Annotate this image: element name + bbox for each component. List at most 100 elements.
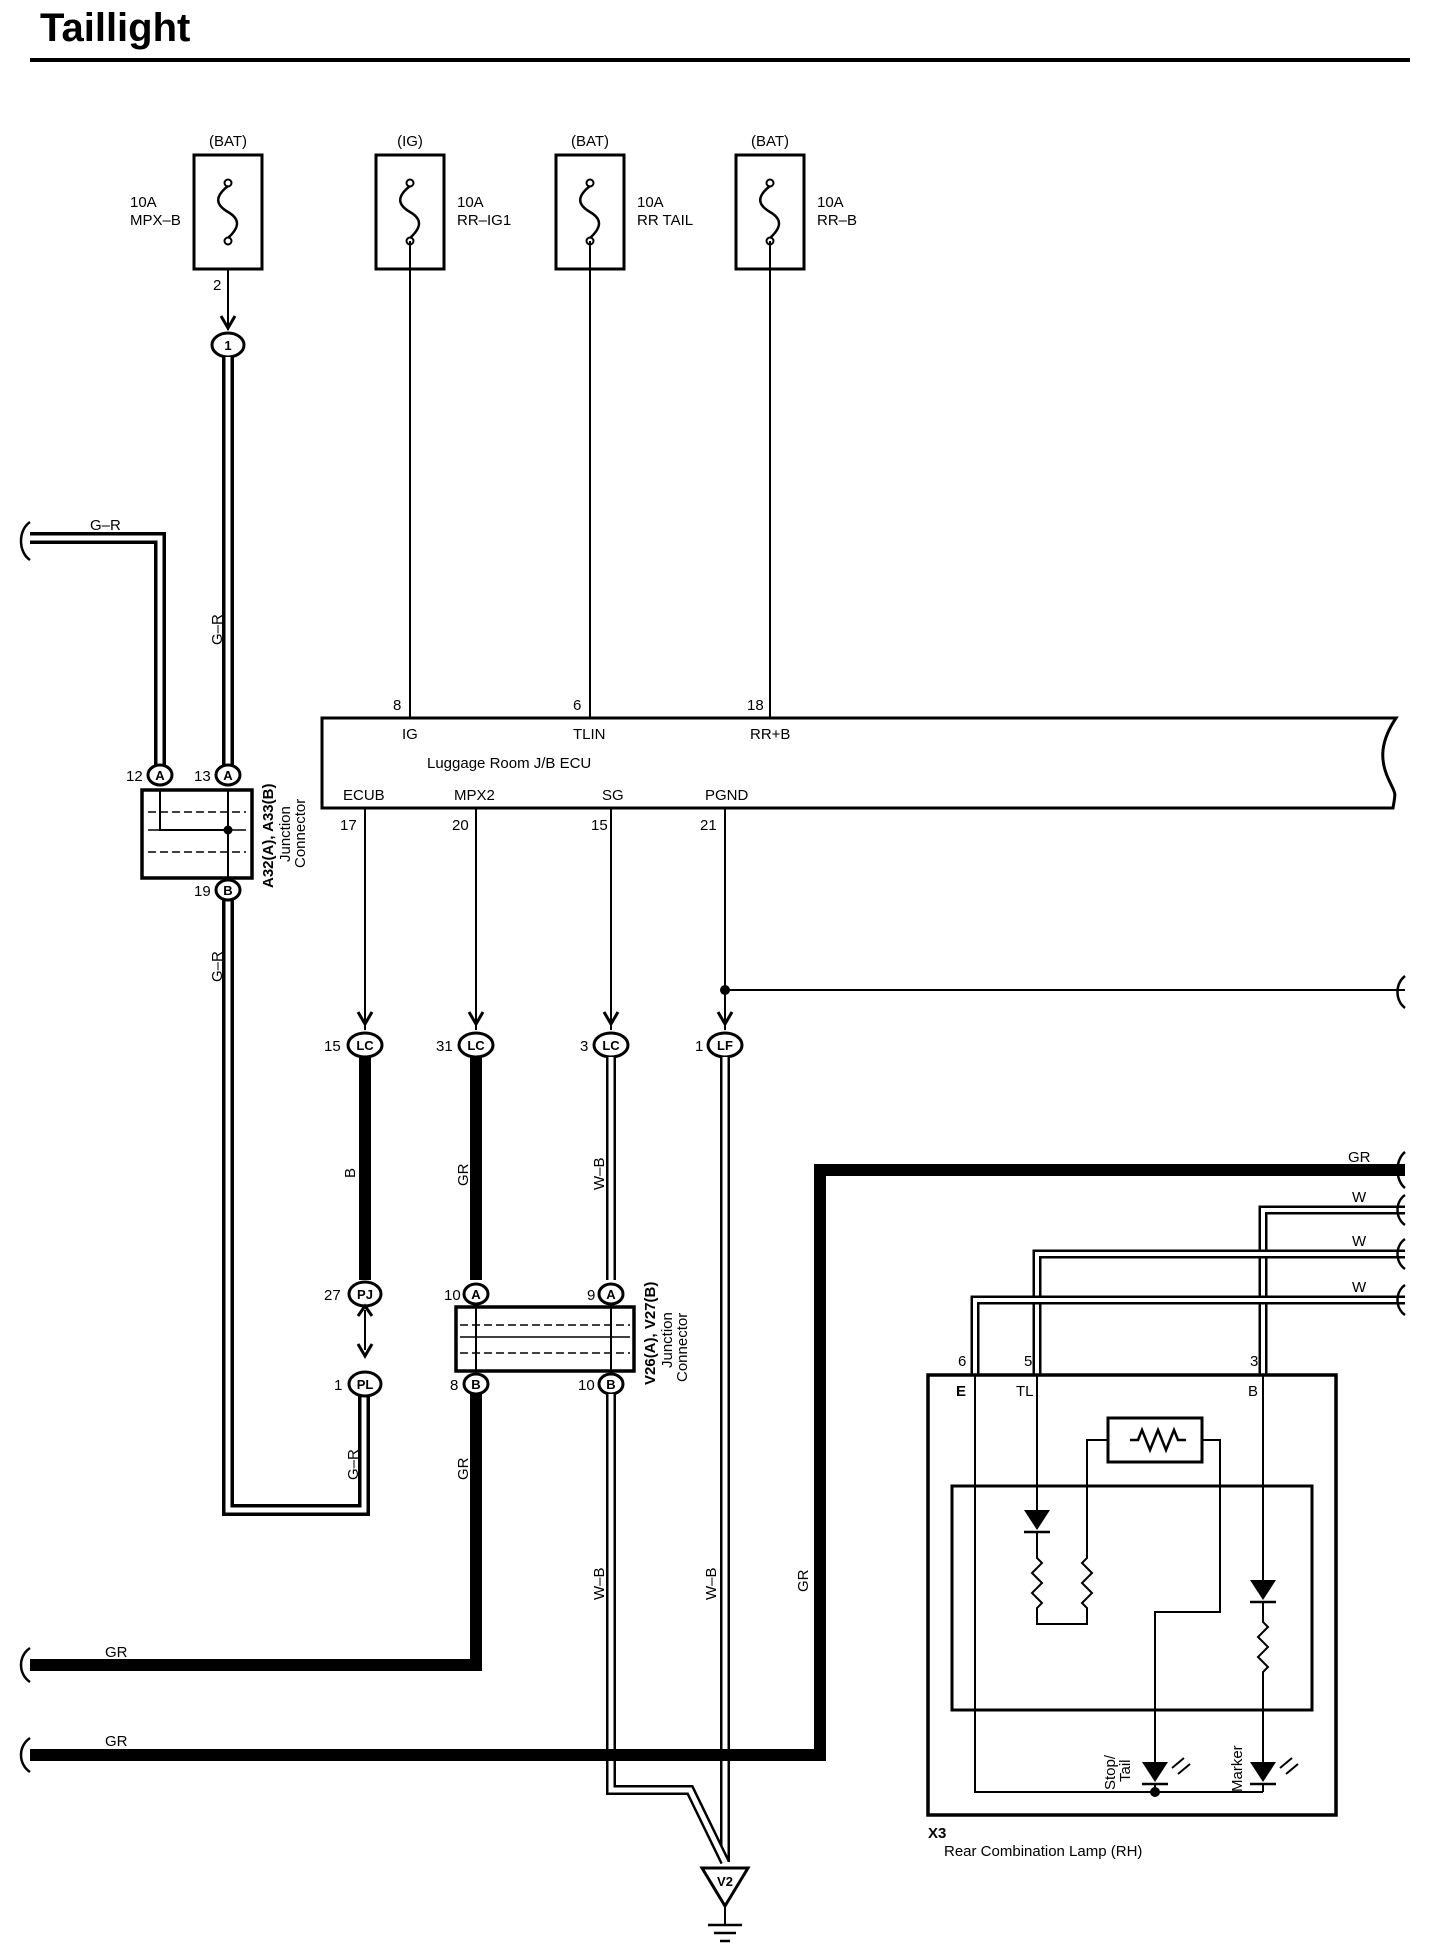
- ecu-output-wires: [364, 808, 1405, 1030]
- ecu-pin-label: TLIN: [573, 726, 606, 743]
- svg-text:9: 9: [587, 1287, 595, 1304]
- junction-pin-13a: A 13: [194, 763, 242, 787]
- svg-text:V26(A), V27(B): V26(A), V27(B): [642, 1282, 659, 1385]
- svg-text:A: A: [155, 768, 165, 783]
- svg-text:15: 15: [324, 1038, 341, 1055]
- wire-label-gr: GR: [795, 1569, 812, 1592]
- lamp-pin-6: 6: [958, 1353, 966, 1370]
- svg-text:PL: PL: [357, 1377, 374, 1392]
- wire-label-w: W: [1352, 1189, 1367, 1206]
- svg-text:A: A: [223, 768, 233, 783]
- junction-v-label: V26(A), V27(B) Junction Connector: [642, 1282, 691, 1385]
- wire-label-g-r: G–R: [209, 614, 226, 645]
- connector-lc-15: LC 15: [324, 1031, 384, 1059]
- svg-text:A: A: [471, 1287, 481, 1302]
- wire-label-w-b: W–B: [591, 1567, 608, 1600]
- fuse-name: MPX–B: [130, 212, 181, 229]
- svg-text:A: A: [606, 1287, 616, 1302]
- svg-text:13: 13: [194, 768, 211, 785]
- wire-label-w-b: W–B: [703, 1567, 720, 1600]
- svg-text:B: B: [471, 1377, 480, 1392]
- junction-pin-8b: B 8: [450, 1372, 490, 1396]
- fuse-rr-tail: (BAT) 10A RR TAIL: [554, 133, 693, 271]
- ecu-name: Luggage Room J/B ECU: [427, 755, 591, 772]
- arrow-icon: [356, 1303, 374, 1317]
- junction-pin-10a: A 10: [444, 1282, 490, 1306]
- lamp-pin-5: 5: [1024, 1353, 1032, 1370]
- fuse-pin: 2: [213, 277, 221, 294]
- wire-break-icon: [1396, 1151, 1406, 1189]
- fuse-rr-ig1: (IG) 10A RR–IG1: [374, 133, 511, 271]
- svg-text:10: 10: [444, 1287, 461, 1304]
- connector-lf-1: LF 1: [695, 1031, 744, 1059]
- lamp-pin-label-e: E: [956, 1383, 966, 1400]
- ecu-pin-num: 18: [747, 697, 764, 714]
- ecu-pin-label: MPX2: [454, 787, 495, 804]
- junction-connector-v26-v27: [454, 1305, 636, 1373]
- ecu-pin-label: PGND: [705, 787, 749, 804]
- ecu-pin-num: 17: [340, 817, 357, 834]
- wire-g-r-main: [222, 357, 370, 1516]
- ecu-pin-num: 8: [393, 697, 401, 714]
- svg-text:B: B: [606, 1377, 615, 1392]
- svg-text:Junction: Junction: [659, 1312, 676, 1368]
- ecu-pin-label: ECUB: [343, 787, 385, 804]
- svg-text:8: 8: [450, 1377, 458, 1394]
- svg-text:Connector: Connector: [674, 1313, 691, 1382]
- junction-pin-19b: B 19: [194, 878, 242, 902]
- lamp-pin-label-tl: TL: [1016, 1383, 1034, 1400]
- fuse-rating: 10A: [130, 194, 157, 211]
- svg-text:B: B: [223, 883, 232, 898]
- lamp-pin-3: 3: [1250, 1353, 1258, 1370]
- arrows: [356, 1011, 734, 1027]
- junction-connector-a32-a33: [140, 788, 254, 880]
- svg-text:LC: LC: [602, 1038, 620, 1053]
- svg-text:19: 19: [194, 883, 211, 900]
- rear-combination-lamp: [926, 1373, 1338, 1817]
- wire-gr-loop: [30, 1164, 1405, 1761]
- wire-break-icons: [1396, 1193, 1406, 1317]
- connector-pl-1: PL 1: [334, 1370, 383, 1398]
- wire-label-gr: GR: [455, 1457, 472, 1480]
- svg-text:LC: LC: [467, 1038, 485, 1053]
- junction-a-label: A32(A), A33(B) Junction Connector: [260, 784, 309, 888]
- fuse-name: RR–IG1: [457, 212, 511, 229]
- led-label-stop: Stop/: [1102, 1754, 1119, 1790]
- svg-text:10: 10: [578, 1377, 595, 1394]
- wire-label-w: W: [1352, 1279, 1367, 1296]
- ecu-pin-label: IG: [402, 726, 418, 743]
- ecu-pin-label: SG: [602, 787, 624, 804]
- connector-lc-3: LC 3: [580, 1031, 630, 1059]
- fuse-output-wires: [227, 241, 771, 718]
- led-label-marker: Marker: [1229, 1745, 1246, 1792]
- connector-pj-27: PJ 27: [324, 1280, 383, 1308]
- junction-pin-9a: A 9: [587, 1282, 625, 1306]
- svg-text:3: 3: [580, 1038, 588, 1055]
- wire-break-icon: [19, 1646, 31, 1684]
- fuse-rating: 10A: [817, 194, 844, 211]
- svg-text:31: 31: [436, 1038, 453, 1055]
- wire-label-gr: GR: [1348, 1149, 1371, 1166]
- svg-text:Junction: Junction: [277, 806, 294, 862]
- ecu-box: [320, 716, 1399, 810]
- svg-text:A32(A), A33(B): A32(A), A33(B): [260, 784, 277, 888]
- lamp-code: X3: [928, 1825, 946, 1842]
- wire-label-gr: GR: [455, 1163, 472, 1186]
- fuse-source: (BAT): [571, 133, 609, 150]
- connector-1: 1: [210, 331, 246, 359]
- wire-label-w: W: [1352, 1233, 1367, 1250]
- svg-text:V2: V2: [717, 1874, 733, 1889]
- wire-g-r-left: [19, 520, 166, 772]
- svg-text:27: 27: [324, 1287, 341, 1304]
- splice-point: [720, 985, 730, 995]
- wire-gr-lower: [30, 1394, 482, 1671]
- svg-text:1: 1: [224, 338, 231, 353]
- svg-text:PJ: PJ: [357, 1287, 373, 1302]
- connector-lc-31: LC 31: [436, 1031, 495, 1059]
- wire-label-g-r: G–R: [209, 951, 226, 982]
- wire-label-g-r: G–R: [345, 1449, 362, 1480]
- fuse-mpx-b: (BAT) 10A MPX–B 2: [130, 133, 264, 294]
- svg-text:12: 12: [126, 768, 143, 785]
- wire-break-icon: [19, 1736, 31, 1774]
